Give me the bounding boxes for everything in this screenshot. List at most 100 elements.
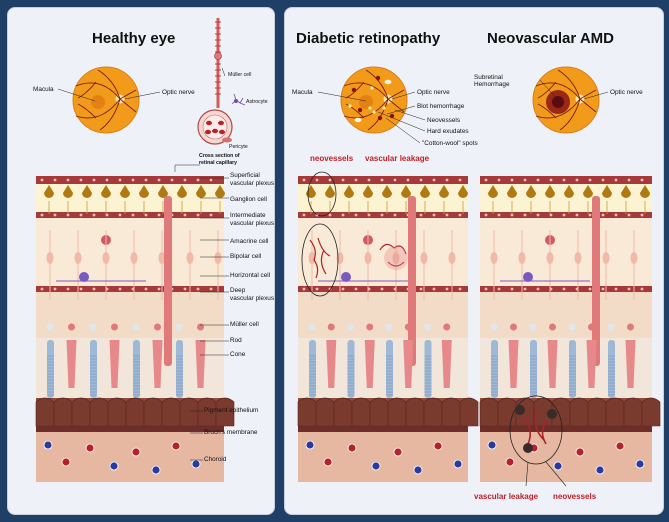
vessel-lumen [302, 213, 306, 217]
vessel-lumen [523, 178, 527, 182]
rpe-cell [333, 397, 353, 427]
vessel-lumen [66, 213, 70, 217]
blot-hemorrhage-spot [351, 87, 357, 93]
label-optic-nerve-dr: Optic nerve [417, 89, 450, 96]
vessel-lumen [209, 213, 213, 217]
vessel-lumen [40, 178, 44, 182]
ganglion-cell [564, 185, 574, 198]
leader-muller-capillary [221, 67, 226, 77]
rod-segment [133, 340, 140, 398]
ganglion-cell [215, 185, 225, 198]
leader-cotton [385, 117, 421, 144]
label-muller-capillary: Müller cell [228, 72, 252, 78]
rpe-cell [179, 397, 199, 427]
amd-fundus-hemorrhage-core [552, 96, 564, 108]
rod-nucleus [308, 323, 316, 331]
ganglion-cell [158, 185, 168, 198]
cotton-wool-spot [384, 79, 392, 85]
label-bruchs-membrane: Bruch's membrane [204, 429, 258, 436]
vessel-lumen [354, 213, 358, 217]
choroid-blood-cell [109, 461, 119, 471]
rpe-cell [297, 397, 317, 427]
ganglion-cell [621, 185, 631, 198]
choroid-blood-cell [615, 441, 625, 451]
label-hard-exudates: Hard exudates [427, 128, 469, 135]
ganglion-cell [640, 185, 650, 198]
vessel-lumen [196, 287, 200, 291]
vessel-lumen [601, 287, 605, 291]
vessel-lumen [302, 178, 306, 182]
choroid-blood-cell [131, 447, 141, 457]
leader-optic-healthy [124, 91, 161, 100]
vessel-lumen [419, 287, 423, 291]
amd-damaged-rpe [523, 443, 533, 453]
rod-segment [530, 340, 537, 398]
amd-ganglion-layer [480, 184, 652, 212]
vessel-lumen [354, 178, 358, 182]
vessel-lumen [209, 178, 213, 182]
amd-inner-nuclear-layer [480, 218, 652, 286]
rod-segment [386, 340, 393, 398]
healthy-fundus-vessel [75, 82, 121, 100]
vessel-lumen [328, 213, 332, 217]
cone-nucleus [443, 323, 451, 331]
vessel-lumen [341, 178, 345, 182]
amd-fundus [532, 66, 600, 134]
label-muller-layer: Müller cell [230, 321, 259, 328]
healthy-superficial-vascular-plexus [36, 176, 224, 184]
hard-exudate-spot [348, 104, 352, 108]
ganglion-cell [139, 185, 149, 198]
vessel-lumen [144, 178, 148, 182]
vessel-lumen [484, 213, 488, 217]
red-blood-cell [219, 129, 225, 135]
rod-nucleus [175, 323, 183, 331]
amd-lesion-circle [509, 395, 563, 465]
vessel-lumen [105, 213, 109, 217]
vessel-lumen [614, 178, 618, 182]
capillary-lumen [202, 114, 228, 140]
dr-fundus-vessel [343, 82, 389, 100]
muller-cell-nucleus [214, 52, 222, 60]
dr-leakage-circle [301, 223, 339, 297]
cone-segment [364, 340, 375, 388]
amd-neovessels-annotation: neovessels [553, 492, 597, 501]
vessel-lumen [601, 213, 605, 217]
vessel-lumen [157, 213, 161, 217]
horizontal-cell [341, 272, 351, 282]
amd-vascular-leakage-annotation: vascular leakage [474, 492, 539, 501]
rpe-cell [71, 397, 91, 427]
choroid-blood-cell [505, 457, 515, 467]
vessel-lumen [157, 178, 161, 182]
rpe-cell [605, 397, 625, 427]
vessel-lumen [196, 178, 200, 182]
rod-nucleus [568, 323, 576, 331]
ganglion-cell [120, 185, 130, 198]
rod-segment [309, 340, 316, 398]
cone-segment [586, 340, 597, 388]
healthy-deep-vascular-plexus [36, 286, 224, 292]
vessel-lumen [523, 287, 527, 291]
rod-nucleus [424, 323, 431, 331]
cone-nucleus [366, 323, 374, 331]
label-neovessels-fundus: Neovessels [427, 117, 461, 124]
cone-nucleus [154, 323, 161, 331]
blot-hemorrhage-spot [377, 115, 383, 121]
muller-glia [164, 196, 172, 366]
ganglion-cell [401, 185, 411, 198]
vessel-lumen [40, 213, 44, 217]
label-intermediate-1: Intermediate [230, 212, 266, 219]
dr-outer-nuclear-layer [298, 292, 468, 338]
choroid-blood-cell [305, 440, 315, 450]
ganglion-cell [420, 185, 430, 198]
cone-nucleus [68, 323, 75, 331]
vessel-lumen [380, 287, 384, 291]
vessel-lumen [510, 178, 514, 182]
healthy-fundus-vessel [97, 69, 121, 100]
rod-segment [569, 340, 576, 398]
ganglion-cell [439, 185, 449, 198]
choroid-blood-cell [85, 443, 95, 453]
rod-nucleus [490, 323, 498, 331]
label-subretinal-2: Hemorrhage [474, 81, 510, 88]
dr-leakage-blush [384, 246, 408, 270]
leader-optic-dr [391, 91, 416, 100]
